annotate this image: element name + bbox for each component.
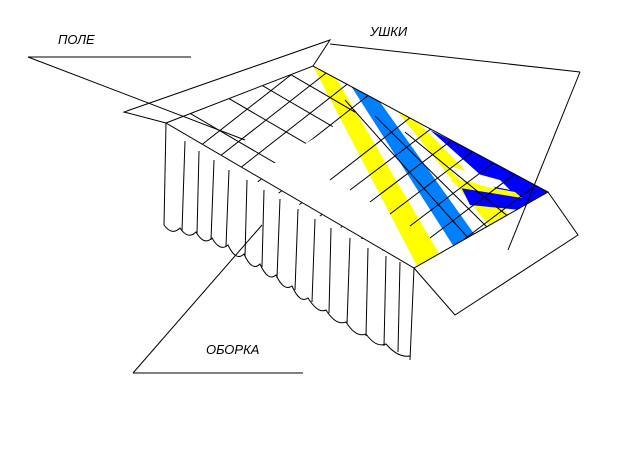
label-field: ПОЛЕ [58,32,95,47]
ruffle-leader [132,224,263,374]
stripe-yellow-1 [313,66,440,268]
stripe-yellow-2 [380,102,490,235]
ears-underline [329,43,581,73]
stripe-dark-blue-1 [430,130,548,210]
ear-right [413,191,579,316]
leader-lines [27,43,581,374]
ruffle-skirt [163,122,415,361]
stripe-dark-blue-2 [460,185,525,210]
ears-leader [507,71,581,251]
ruffle-folds [181,140,401,353]
label-ruffle: ОБОРКА [206,342,259,357]
ruffle-edge [163,122,411,357]
stripe-grid-lines [329,99,541,251]
field-leader [27,56,246,141]
ears-flaps [122,39,579,316]
label-ears: УШКИ [369,24,408,39]
stripe-dark-blue-gap-1 [445,165,510,190]
ear-left [122,39,332,124]
field-top [164,65,550,269]
stripe-yellow-4 [450,180,522,198]
stripe-light-blue [351,86,475,247]
